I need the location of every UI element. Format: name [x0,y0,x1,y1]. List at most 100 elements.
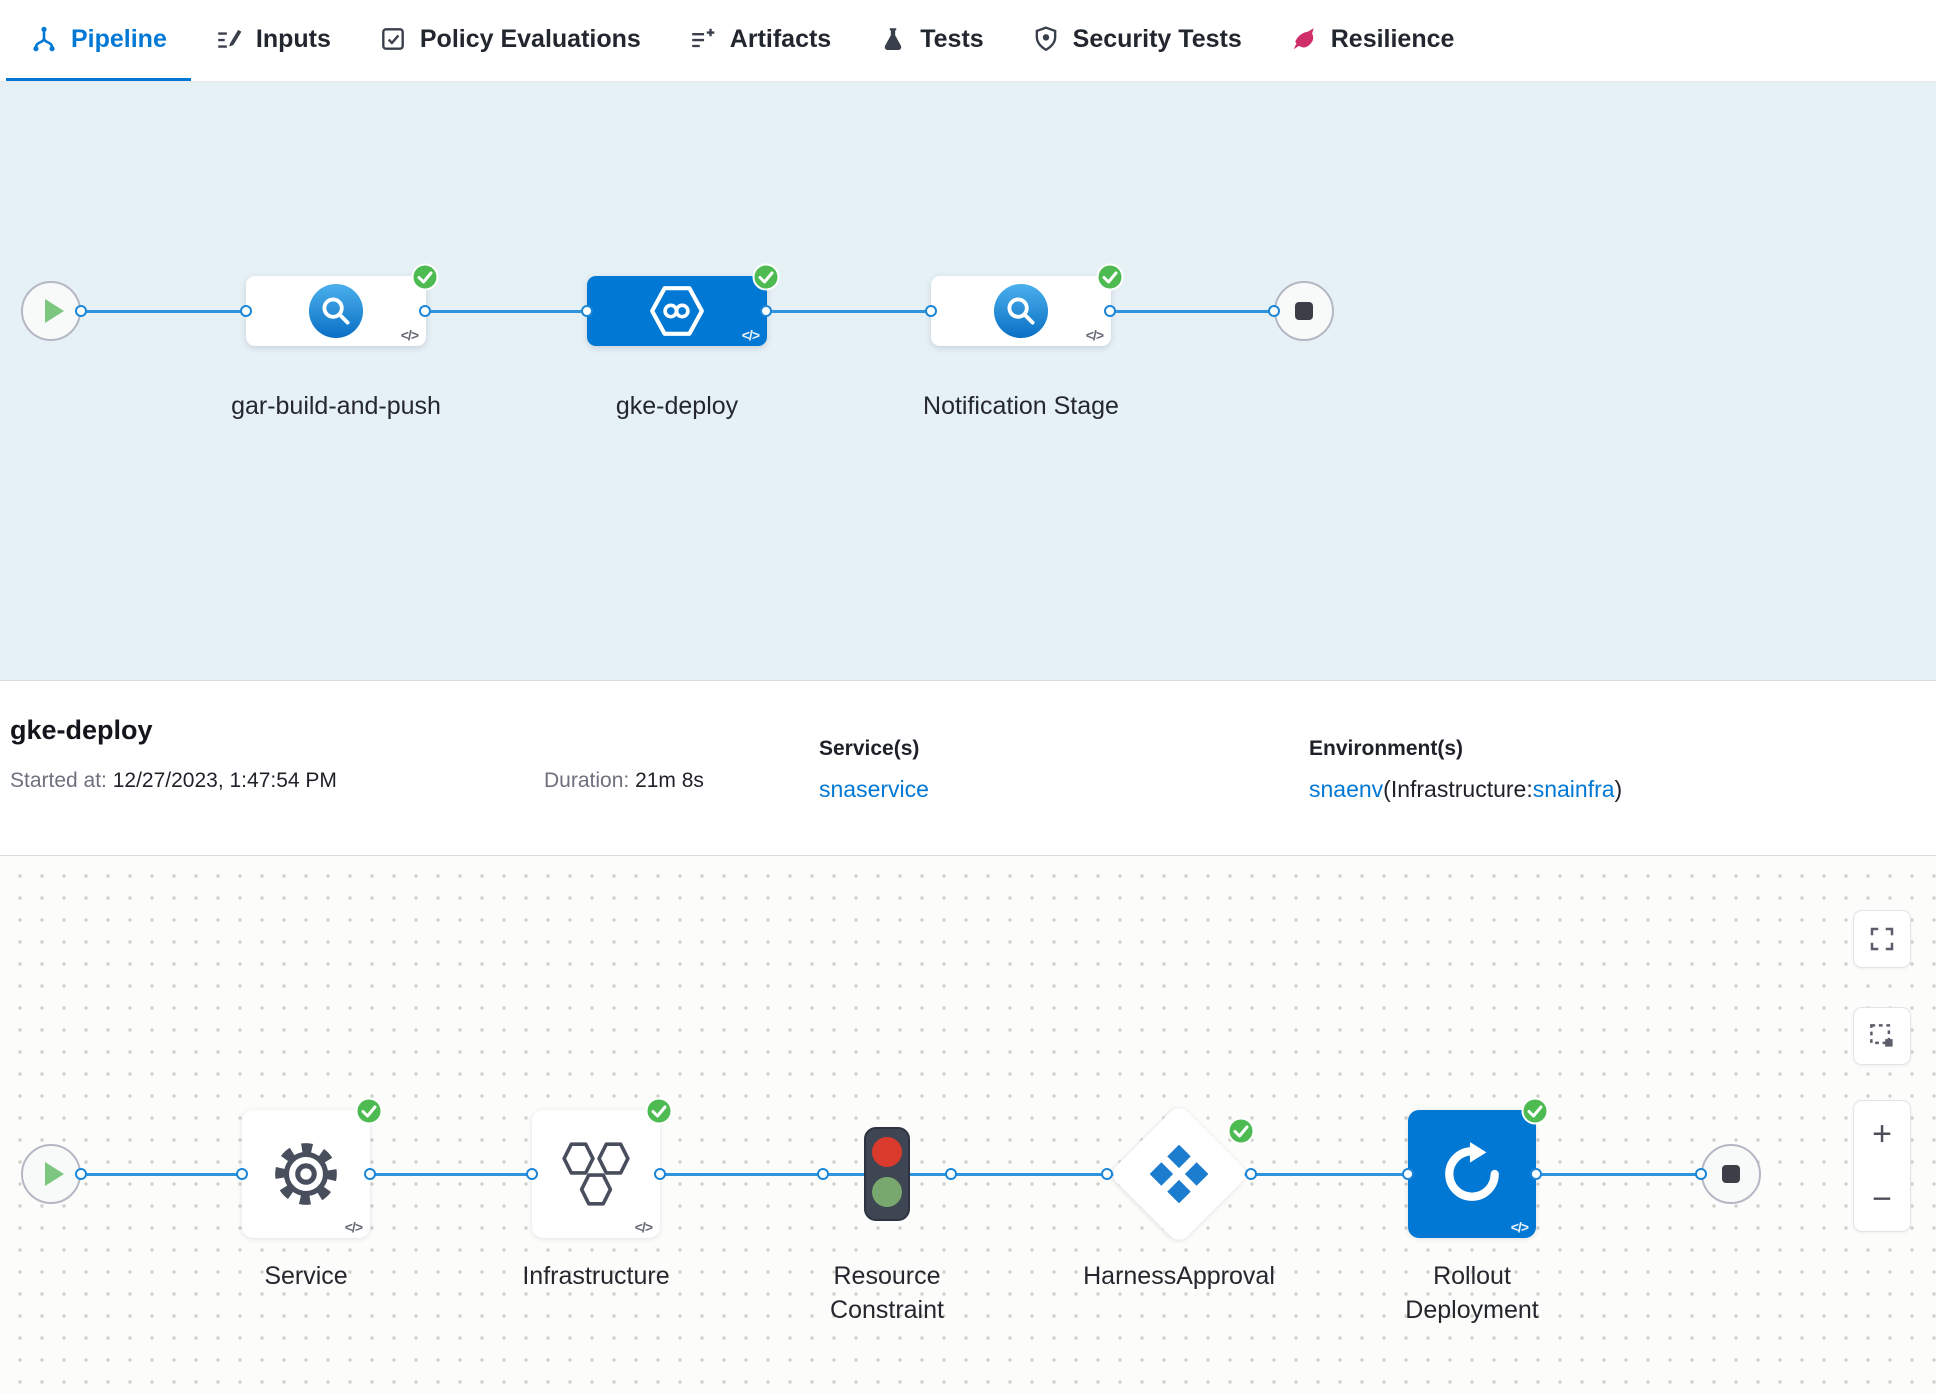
traffic-light-icon [861,1126,913,1222]
environment-link[interactable]: snaenv [1309,776,1384,802]
tab-resilience[interactable]: Resilience [1266,0,1479,81]
connector-dot [1402,1168,1414,1180]
connector-dot [581,305,593,317]
success-badge-icon [411,263,439,291]
step-label[interactable]: Infrastructure [522,1262,670,1290]
stage-node-gke-deploy[interactable]: </> [587,263,780,346]
execution-end-node [1701,1144,1761,1204]
zoom-out-button[interactable]: − [1854,1166,1910,1231]
execution-summary-bar: gke-deploy Started at: 12/27/2023, 1:47:… [0,680,1936,856]
artifacts-icon [689,25,717,53]
tab-pipeline[interactable]: Pipeline [6,0,191,81]
success-badge-icon [752,263,780,291]
connector-dot [240,305,252,317]
success-badge-icon [1521,1097,1549,1125]
rollout-arrow-icon [1440,1142,1504,1206]
stage-graph-canvas[interactable]: </> </> </> [0,82,1936,680]
zoom-in-button[interactable]: + [1854,1101,1910,1166]
success-badge-icon [1227,1117,1255,1145]
code-glyph[interactable]: </> [400,327,419,343]
stage-label[interactable]: Notification Stage [923,392,1119,420]
tab-label: Security Tests [1072,24,1242,53]
pipeline-start-node [21,281,81,341]
step-node-infrastructure[interactable]: </> [532,1097,673,1238]
step-label[interactable]: Service [264,1262,348,1290]
connector-dot [75,1168,87,1180]
connector-dot [364,1168,376,1180]
stage-node-notification-stage[interactable]: </> [931,263,1124,346]
selected-stage-title: gke-deploy [10,715,153,745]
connector-dot [1245,1168,1257,1180]
step-node-service[interactable]: </> [242,1097,383,1238]
stage-label[interactable]: gke-deploy [615,392,739,420]
code-glyph[interactable]: </> [1085,327,1104,343]
step-label[interactable]: Resource Constraint [830,1262,944,1324]
connector-dot [817,1168,829,1180]
connector-dot [236,1168,248,1180]
environments-label: Environment(s) [1309,737,1464,760]
tab-label: Inputs [255,24,331,53]
inputs-icon [215,25,243,53]
execution-graph-canvas[interactable]: </> </> [0,856,1936,1394]
duration-label: Duration: [544,769,630,792]
service-link[interactable]: snaservice [819,776,929,802]
tab-label: Artifacts [729,24,832,53]
tab-security-tests[interactable]: Security Tests [1008,0,1266,81]
environments-value: snaenv(Infrastructure:snainfra) [1309,776,1622,803]
pipeline-icon [30,25,58,53]
started-at-label: Started at: [10,769,107,792]
environment-close-paren: ) [1614,776,1623,802]
duration-value: 21m 8s [635,769,704,792]
tab-inputs[interactable]: Inputs [191,0,355,81]
tab-bar: Pipeline Inputs Policy Evaluations Artif… [0,0,1936,82]
zoom-controls: + − [1853,1100,1911,1232]
stop-icon [1295,302,1313,320]
started-at-value: 12/27/2023, 1:47:54 PM [112,769,337,792]
services-value: snaservice [819,776,929,803]
code-glyph[interactable]: </> [741,327,760,343]
stage-label[interactable]: gar-build-and-push [231,392,441,420]
connector-dot [1695,1168,1707,1180]
execution-start-node [21,1144,81,1204]
connector-dot [760,305,772,317]
multi-select-button[interactable] [1853,1007,1911,1065]
step-node-resource-constraint[interactable] [861,1126,913,1222]
code-glyph[interactable]: </> [1510,1219,1529,1235]
tab-policy-evaluations[interactable]: Policy Evaluations [355,0,665,81]
resilience-icon [1290,25,1318,53]
fullscreen-button[interactable] [1853,910,1911,968]
connector-dot [1104,305,1116,317]
build-stage-icon [308,283,364,339]
infrastructure-link[interactable]: snainfra [1532,776,1615,802]
code-glyph[interactable]: </> [344,1219,363,1235]
hexagons-icon [559,1141,633,1207]
step-node-harness-approval[interactable] [1108,1103,1250,1245]
started-at: Started at: 12/27/2023, 1:47:54 PM [10,769,337,793]
connector-dot [526,1168,538,1180]
step-label[interactable]: Rollout Deployment [1405,1262,1539,1324]
tab-label: Tests [920,24,984,53]
step-node-rollout-deployment[interactable]: </> [1408,1097,1549,1238]
connector-dot [1268,305,1280,317]
connector-dot [419,305,431,317]
pipeline-end-node [1274,281,1334,341]
tests-flask-icon [879,25,907,53]
security-shield-icon [1032,25,1060,53]
deploy-stage-icon [648,285,706,337]
custom-stage-icon [993,283,1049,339]
gear-icon [269,1137,343,1211]
step-label[interactable]: HarnessApproval [1083,1262,1275,1290]
success-badge-icon [1096,263,1124,291]
duration: Duration: 21m 8s [544,769,704,793]
connector-dot [945,1168,957,1180]
tab-artifacts[interactable]: Artifacts [665,0,855,81]
stage-node-gar-build-and-push[interactable]: </> [246,263,439,346]
connector-dot [1101,1168,1113,1180]
tab-tests[interactable]: Tests [855,0,1007,81]
code-glyph[interactable]: </> [634,1219,653,1235]
fullscreen-icon [1867,924,1897,954]
tab-label: Resilience [1330,24,1455,53]
marquee-select-icon [1867,1021,1897,1051]
connector-dot [925,305,937,317]
tab-label: Pipeline [71,24,167,53]
